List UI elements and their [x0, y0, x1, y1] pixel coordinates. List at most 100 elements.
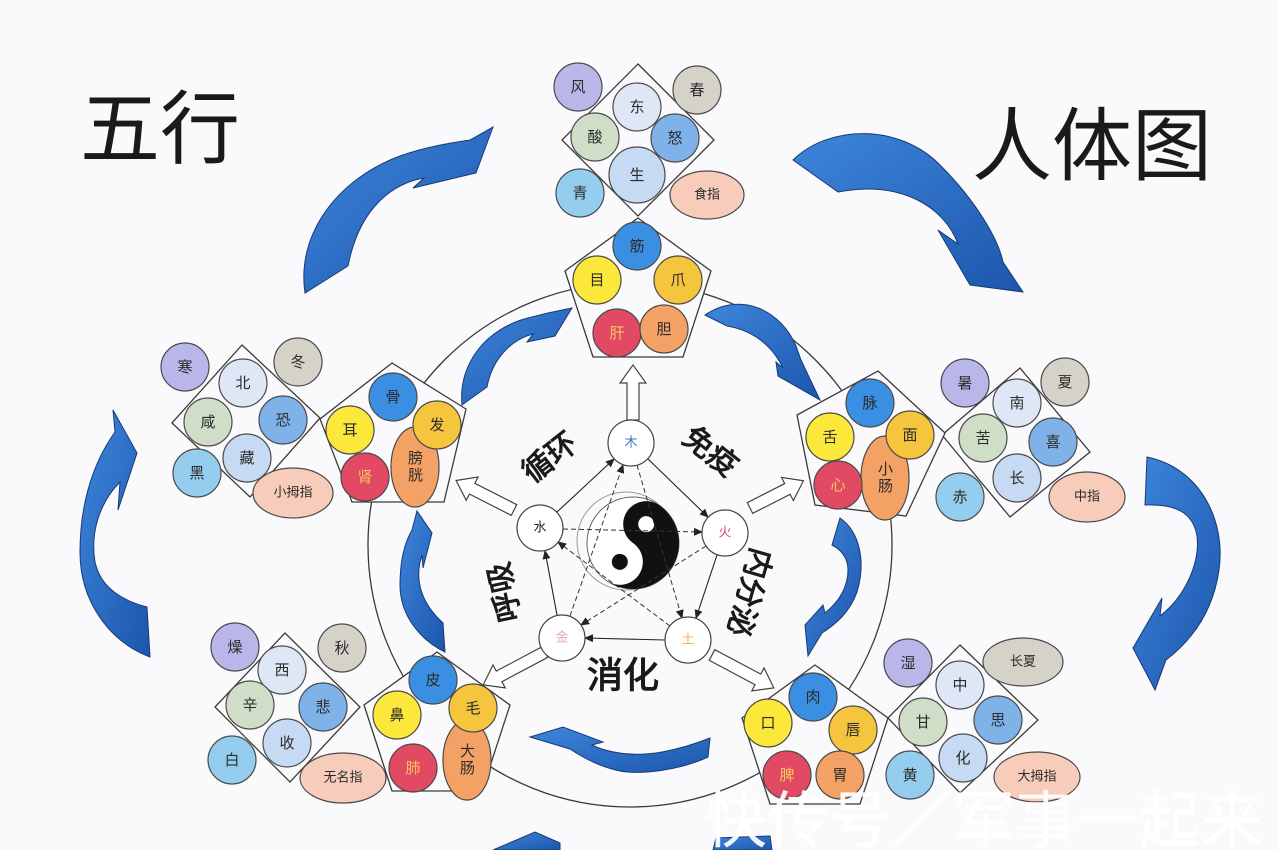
wood-color-circle: 青	[555, 168, 605, 218]
wood-tissue-circle: 筋	[612, 221, 662, 271]
fire-attribute-diamond: 暑 夏 南 苦 喜 长 赤 中指	[935, 357, 1126, 523]
earth-climate-label: 湿	[900, 654, 915, 672]
earth-process-circle: 化	[938, 733, 988, 783]
metal-attribute-diamond: 燥 秋 西 辛 悲 收 白 无名指	[207, 622, 387, 804]
wood-process-label: 生	[629, 166, 644, 184]
metal-finger-ellipse: 无名指	[299, 752, 387, 804]
earth-controls-water-line	[557, 541, 671, 627]
wood-to-fire-line	[647, 458, 709, 518]
water-color-circle: 黑	[172, 448, 222, 498]
earth-outward-arrow-icon	[708, 648, 775, 692]
left-curved-arrow-icon	[79, 409, 151, 658]
metal-outward-arrow-icon	[482, 645, 549, 689]
fire-finger-label: 中指	[1074, 490, 1100, 505]
water-zang-label: 肾	[357, 468, 372, 486]
water-to-wood-arrow-icon	[461, 307, 574, 406]
right-curved-arrow-icon	[1132, 456, 1221, 692]
water-tissue-circle: 骨	[368, 372, 418, 422]
wood-fu-label: 胆	[656, 320, 671, 338]
metal-color-label: 白	[224, 751, 239, 769]
water-process-label: 藏	[239, 449, 254, 467]
wood-outward-arrow-icon	[618, 363, 648, 421]
metal-sense-circle: 鼻	[372, 690, 422, 740]
water-climate-label: 寒	[177, 358, 192, 376]
wood-sense-label: 目	[589, 271, 604, 289]
earth-season-label: 长夏	[1010, 655, 1036, 670]
water-season-label: 冬	[290, 353, 305, 371]
fire-taste-label: 苦	[975, 429, 990, 447]
fire-taste-circle: 苦	[958, 413, 1008, 463]
fire-process-circle: 长	[992, 453, 1042, 503]
wood-finger-ellipse: 食指	[669, 170, 745, 220]
water-process-circle: 藏	[222, 433, 272, 483]
metal-season-circle: 秋	[317, 623, 367, 673]
fire-climate-label: 暑	[957, 374, 972, 392]
earth-outer-label: 唇	[845, 721, 860, 739]
water-direction-circle: 北	[218, 358, 268, 408]
water-emotion-circle: 恐	[258, 395, 308, 445]
metal-diamond-frame	[214, 632, 361, 783]
water-outer-circle: 发	[412, 400, 462, 450]
wood-color-label: 青	[572, 184, 587, 202]
bottom-left-curved-arrow-icon	[492, 831, 561, 850]
water-season-circle: 冬	[273, 337, 323, 387]
metal-fu-label: 大肠	[458, 743, 476, 777]
earth-zang-circle: 脾	[762, 750, 812, 800]
element-wood-label: 木	[624, 436, 637, 451]
metal-taste-circle: 辛	[225, 680, 275, 730]
wood-zang-label: 肝	[609, 324, 624, 342]
metal-taste-label: 辛	[242, 696, 257, 714]
wood-to-fire-arrow-icon	[704, 303, 822, 402]
wood-sense-circle: 目	[572, 255, 622, 305]
earth-zang-label: 脾	[779, 766, 794, 784]
water-controls-fire-line	[562, 527, 703, 536]
fire-outer-label: 面	[902, 426, 917, 444]
water-tissue-label: 骨	[385, 388, 400, 406]
fire-to-earth-arrow-icon	[804, 517, 862, 658]
metal-direction-circle: 西	[257, 645, 307, 695]
water-finger-label: 小拇指	[273, 486, 312, 501]
fire-to-earth-line	[694, 554, 718, 619]
metal-season-label: 秋	[334, 639, 349, 657]
fire-tissue-circle: 脉	[845, 378, 895, 428]
wood-fu-circle: 胆	[639, 304, 689, 354]
metal-to-water-arrow-icon	[399, 509, 446, 653]
element-earth-node: 土	[664, 616, 712, 664]
metal-process-circle: 收	[262, 718, 312, 768]
metal-direction-label: 西	[274, 661, 289, 679]
top-left-curved-arrow-icon	[303, 125, 494, 294]
earth-emotion-circle: 思	[973, 695, 1023, 745]
water-outward-arrow-icon	[455, 476, 518, 517]
metal-zang-circle: 肺	[388, 743, 438, 793]
title-human-body-chart: 人体图	[972, 100, 1212, 193]
metal-color-circle: 白	[207, 735, 257, 785]
wood-taste-label: 酸	[587, 128, 602, 146]
water-taste-circle: 咸	[183, 397, 233, 447]
water-sense-label: 耳	[342, 421, 357, 439]
fire-finger-ellipse: 中指	[1048, 471, 1126, 523]
water-zang-circle: 肾	[340, 452, 390, 502]
fire-direction-circle: 南	[992, 378, 1042, 428]
wood-outer-circle: 爪	[653, 255, 703, 305]
earth-to-metal-line	[584, 634, 666, 643]
fire-outer-circle: 面	[885, 410, 935, 460]
earth-climate-circle: 湿	[883, 638, 933, 688]
earth-outer-circle: 唇	[828, 705, 878, 755]
element-wood-node: 木	[607, 419, 655, 467]
element-water-label: 水	[533, 521, 546, 536]
earth-fu-circle: 胃	[815, 750, 865, 800]
fire-zang-label: 心	[830, 476, 845, 494]
wood-climate-label: 风	[570, 78, 585, 96]
wood-tissue-label: 筋	[629, 237, 644, 255]
earth-tissue-label: 肉	[805, 688, 820, 706]
earth-tissue-circle: 肉	[788, 672, 838, 722]
wood-controls-earth-line	[636, 464, 684, 619]
earth-finger-label: 大拇指	[1017, 770, 1056, 785]
element-fire-node: 火	[701, 509, 749, 557]
earth-emotion-label: 思	[990, 711, 1005, 729]
metal-outer-label: 毛	[465, 699, 480, 717]
wood-organ-pentagon: 筋 目 爪 肝 胆	[564, 217, 712, 358]
fire-sense-circle: 舌	[805, 412, 855, 462]
element-water-node: 水	[516, 504, 564, 552]
wood-process-circle: 生	[608, 146, 666, 204]
